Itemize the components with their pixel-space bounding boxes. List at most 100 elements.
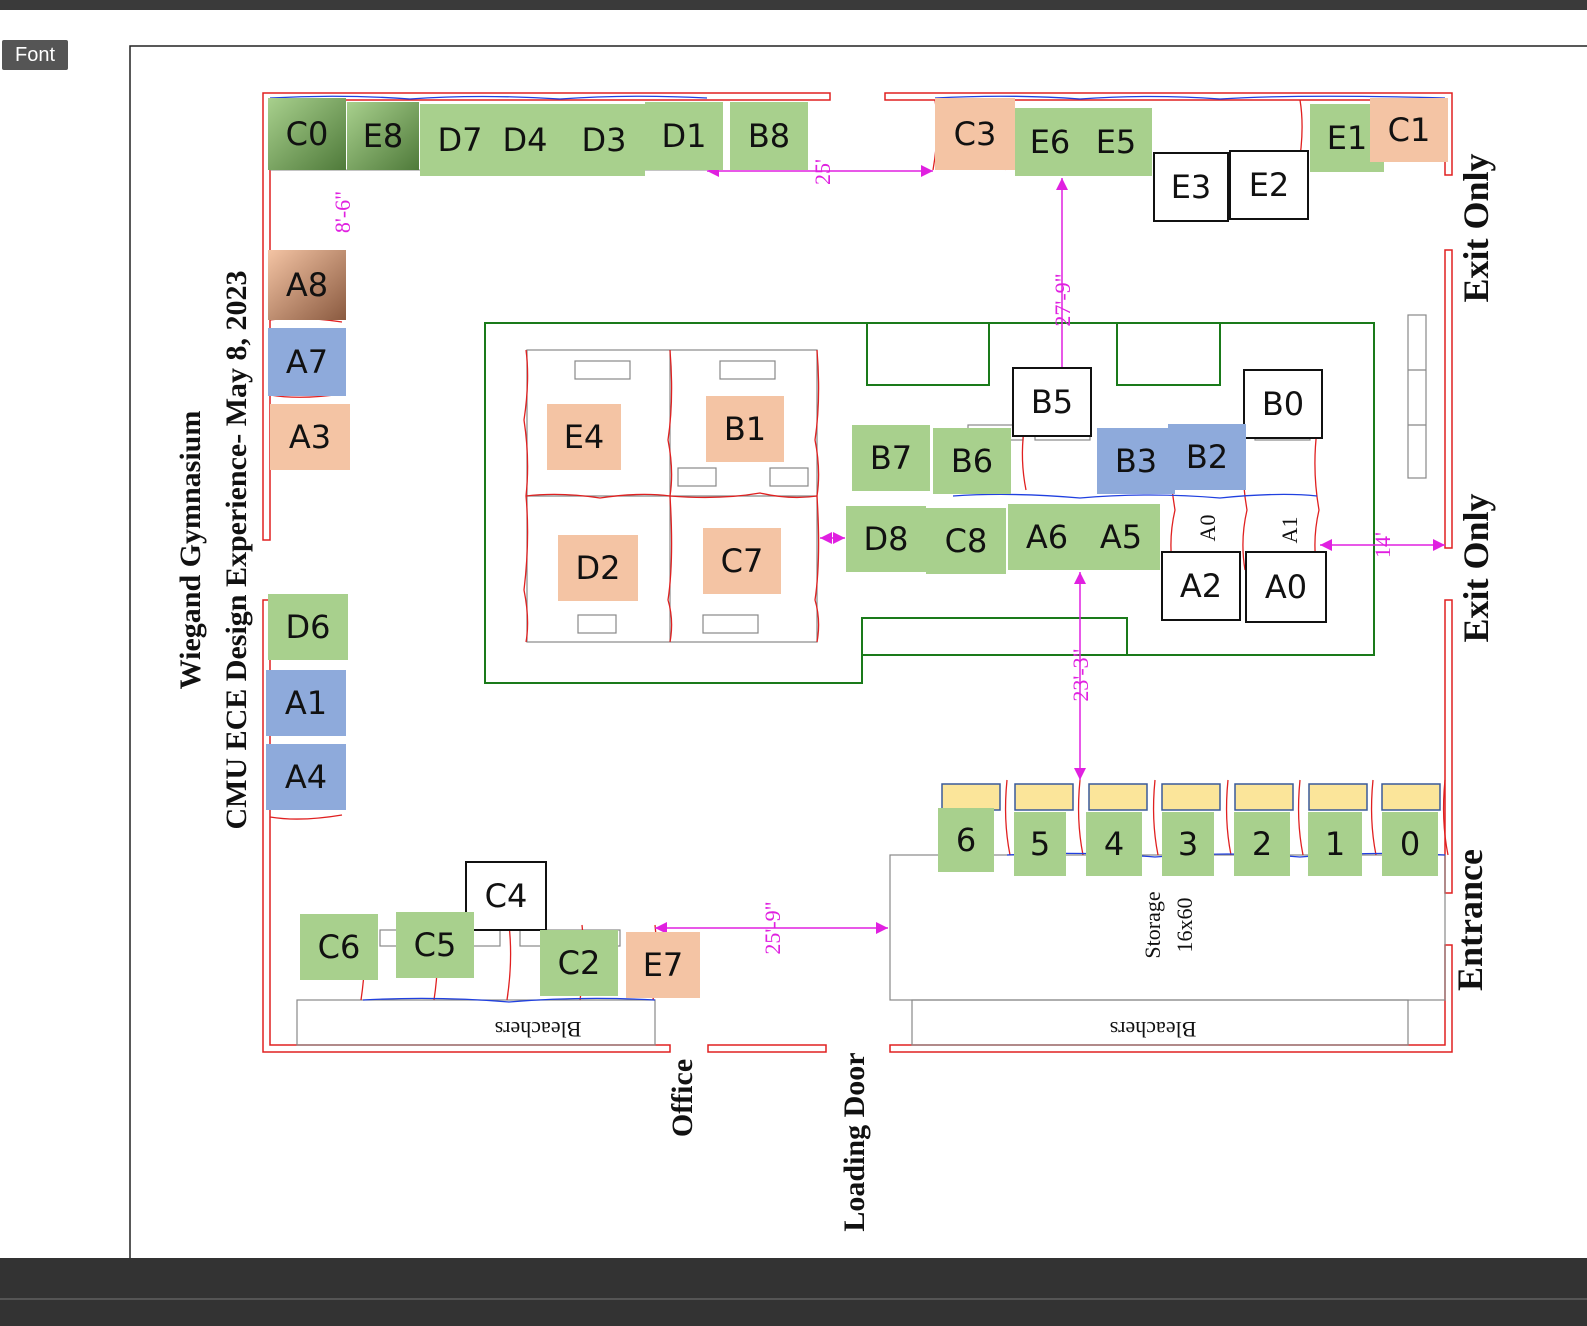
- booth-label: A1: [285, 684, 327, 722]
- booth-d4: D4: [485, 104, 565, 176]
- booth-a5: A5: [1082, 504, 1160, 570]
- booth-box: [1162, 812, 1214, 876]
- booth-box: [1008, 504, 1086, 570]
- booth-label: E5: [1096, 123, 1137, 161]
- yellow-table-4: [1234, 783, 1294, 811]
- booth-box: [1012, 367, 1092, 437]
- yellow-table-3: [1161, 783, 1221, 811]
- booth-label: D3: [582, 121, 627, 159]
- booth-label: D8: [864, 520, 909, 558]
- booth-box: [846, 506, 926, 572]
- exit-only-mid-label: Exit Only: [1456, 493, 1496, 642]
- booth-box: [1234, 812, 1290, 876]
- booth-label: C5: [414, 926, 457, 964]
- loading-door-label: Loading Door: [838, 1052, 871, 1231]
- booth-c0: C0: [268, 98, 346, 170]
- booth-e3: E3: [1153, 152, 1229, 222]
- booth-box: [703, 528, 781, 594]
- booth-box: [1153, 152, 1229, 222]
- booth-a3: A3: [270, 404, 350, 470]
- booth-a7: A7: [268, 328, 346, 396]
- booth-box: [852, 425, 930, 491]
- booth-label: 0: [1400, 825, 1420, 863]
- booth-label: E3: [1171, 168, 1212, 206]
- booth-label: D6: [286, 608, 331, 646]
- booth-box: [465, 861, 547, 931]
- booth-e7: E7: [626, 932, 700, 998]
- booth-box: [1308, 812, 1362, 876]
- booth-b8: B8: [730, 102, 808, 170]
- booth-label: 2: [1252, 825, 1272, 863]
- booth-box: [626, 932, 700, 998]
- booth-label: D2: [576, 549, 621, 587]
- booth-e4: E4: [547, 404, 621, 470]
- booth-box: [1097, 428, 1175, 494]
- booth-label: C3: [954, 115, 997, 153]
- font-button[interactable]: Font: [2, 40, 68, 70]
- booth-box: [938, 808, 994, 872]
- booth-label: C1: [1388, 111, 1431, 149]
- booth-b3: B3: [1097, 428, 1175, 494]
- blue-drape: [269, 95, 1446, 1003]
- storage-label: Storage: [1140, 891, 1165, 958]
- booth-label: A8: [286, 266, 328, 304]
- booth-e6: E6: [1015, 108, 1085, 176]
- booth-box: [706, 396, 784, 462]
- booth-d8: D8: [846, 506, 926, 572]
- booth-c7: C7: [703, 528, 781, 594]
- booth-label: C2: [558, 944, 601, 982]
- table-a0-label: A0: [1195, 515, 1220, 542]
- storage-area: [889, 854, 1446, 1001]
- dim-label-25-9: 25'-9": [760, 901, 785, 954]
- yellow-table-6: [1381, 783, 1441, 811]
- zone-notch-2: [1116, 323, 1221, 386]
- booth-label: E4: [564, 418, 605, 456]
- booth-label: B0: [1262, 385, 1304, 423]
- booth-label: C6: [318, 928, 361, 966]
- booth-box: [300, 914, 378, 980]
- booth-box: [645, 102, 723, 170]
- booth-label: A0: [1265, 568, 1307, 606]
- booth-label: B1: [724, 410, 766, 448]
- office-label: Office: [666, 1059, 699, 1137]
- booth-box: [1243, 369, 1323, 439]
- booth-box: [933, 428, 1011, 494]
- booth-label: B3: [1115, 442, 1157, 480]
- booth-label: 5: [1030, 825, 1050, 863]
- bleachers-left: [296, 999, 656, 1046]
- booth-c3: C3: [935, 98, 1015, 170]
- booth-label: E7: [643, 946, 684, 984]
- booth-d3: D3: [563, 104, 645, 176]
- booth-label: E6: [1030, 123, 1071, 161]
- booth-box: [1161, 551, 1241, 621]
- booth-box: [1168, 424, 1246, 490]
- booth-box: [1229, 150, 1309, 220]
- booth-d6: D6: [268, 594, 348, 660]
- dim-label-25: 25': [810, 159, 835, 185]
- booth-label: A7: [286, 343, 328, 381]
- booth-label: B2: [1186, 438, 1228, 476]
- booth-c8: C8: [926, 508, 1006, 574]
- booth-label: A3: [289, 418, 331, 456]
- booth-box: [396, 912, 474, 978]
- booth-box: [1370, 98, 1448, 162]
- booth-box: [270, 404, 350, 470]
- booth-label: D7: [438, 121, 483, 159]
- booth-box: [1382, 812, 1438, 876]
- title-line-1: Wiegand Gymnasium: [174, 411, 207, 690]
- booth-label: C0: [286, 115, 329, 153]
- booth-label: A6: [1026, 518, 1068, 556]
- booth-box: [926, 508, 1006, 574]
- booth-box: [266, 744, 346, 810]
- booth-label: A4: [285, 758, 327, 796]
- booth-box: [1015, 108, 1085, 176]
- booth-label: C7: [721, 542, 764, 580]
- booth-d2: D2: [558, 535, 638, 601]
- entrance-label: Entrance: [1450, 849, 1490, 991]
- booth-label: B8: [748, 117, 790, 155]
- booth-c1: C1: [1370, 98, 1448, 162]
- booth-box: [935, 98, 1015, 170]
- booth-a6: A6: [1008, 504, 1086, 570]
